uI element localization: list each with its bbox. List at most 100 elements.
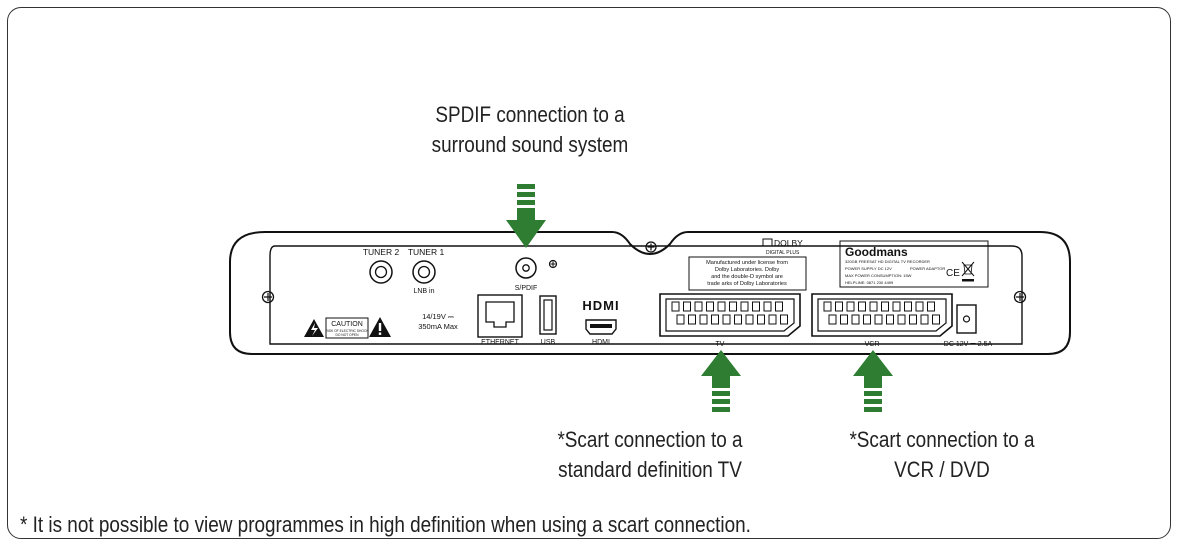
tuner1-port: [412, 260, 436, 284]
spdif-callout-line1: SPDIF connection to a: [435, 102, 625, 127]
spdif-arrow-icon: [506, 184, 546, 248]
scart-vcr-pin: [863, 314, 871, 325]
spdif-callout: SPDIF connection to a surround sound sys…: [401, 100, 659, 160]
scart-vcr-pin: [915, 301, 924, 312]
scart-tv-port: [659, 293, 801, 337]
warning-exclamation-icon: [369, 317, 391, 337]
tuner2-label: TUNER 2: [363, 247, 400, 257]
scart-vcr-pin: [886, 314, 894, 325]
hdmi-label: HDMI: [592, 339, 610, 346]
scart-tv-pin: [706, 301, 714, 312]
scart-vcr-arrow-icon: [853, 350, 893, 412]
footnote: * It is not possible to view programmes …: [20, 512, 751, 537]
diagram-frame: [7, 7, 1171, 539]
scart-tv-pin: [729, 301, 737, 312]
scart-tv-pin: [775, 301, 783, 312]
caution-label: CAUTION: [331, 321, 363, 328]
scart-vcr-port: [811, 293, 953, 337]
lnb-power-line1: 14/19V ⎓: [422, 312, 455, 321]
dolby-notice-line2: Dolby Laboratories. Dolby: [715, 267, 780, 273]
scart-tv-pin: [671, 301, 680, 312]
scart-vcr-pin: [927, 301, 935, 312]
lnb-power-line2: 350mA Max: [418, 322, 458, 331]
usb-port: [539, 295, 557, 335]
scart-tv-pin: [711, 314, 719, 325]
scart-tv-pin: [752, 301, 760, 312]
hdmi-port: [585, 319, 617, 335]
scart-tv-pin: [683, 301, 691, 312]
scart-vcr-pin: [892, 301, 901, 312]
scart-tv-pin: [717, 301, 726, 312]
ethernet-port: [477, 294, 523, 338]
scart-tv-pin: [740, 301, 749, 312]
tuner2-port: [369, 260, 393, 284]
spdif-callout-line2: surround sound system: [431, 132, 629, 157]
scart-vcr-pin: [858, 301, 866, 312]
usb-label: USB: [541, 339, 556, 346]
scart-vcr-pin: [874, 314, 883, 325]
vcr-label: VCR: [865, 341, 880, 348]
scart-vcr-callout: *Scart connection to a VCR / DVD: [813, 425, 1071, 485]
ethernet-label: ETHERNET: [481, 339, 519, 346]
scart-vcr-pin: [932, 314, 940, 325]
lnb-in-label: LNB in: [413, 288, 434, 295]
scart-vcr-pin: [904, 301, 912, 312]
dolby-dd-icon: [762, 238, 773, 247]
scart-tv-pin: [699, 314, 708, 325]
rating-line4: HELPLINE: 0871 230 4499: [845, 280, 894, 285]
warning-lightning-icon: [304, 319, 324, 337]
scart-tv-pin: [780, 314, 788, 325]
ground-screw-icon: [548, 259, 558, 269]
screw-icon-left: [261, 290, 275, 304]
scart-tv-pin: [757, 314, 765, 325]
spdif-port: [515, 257, 537, 279]
scart-vcr-pin: [897, 314, 906, 325]
weee-bin-icon: [961, 261, 975, 282]
scart-vcr-pin: [846, 301, 855, 312]
rating-line3: MAX POWER CONSUMPTION: 15W: [845, 273, 912, 278]
scart-tv-pin: [763, 301, 772, 312]
rating-line2: POWER SUPPLY DC 12V: [845, 266, 892, 271]
scart-vcr-pin: [823, 301, 832, 312]
scart-vcr-callout-line1: *Scart connection to a: [849, 427, 1035, 452]
scart-vcr-pin: [881, 301, 889, 312]
dolby-notice-line4: trade arks of Dolby Laboratories: [707, 281, 787, 287]
spdif-port-label: S/PDIF: [515, 285, 538, 292]
scart-tv-callout: *Scart connection to a standard definiti…: [521, 425, 779, 485]
screw-icon-top: [645, 241, 657, 253]
screw-icon-right: [1013, 290, 1027, 304]
brand-logo: Goodmans: [845, 245, 908, 259]
caution-small-line2: DO NOT OPEN: [335, 333, 359, 337]
scart-vcr-callout-line2: VCR / DVD: [894, 457, 990, 482]
scart-tv-callout-line2: standard definition TV: [558, 457, 742, 482]
ce-mark: CE: [946, 268, 960, 279]
scart-vcr-pin: [869, 301, 878, 312]
hdmi-logo: HDMI: [582, 298, 619, 313]
scart-tv-pin: [722, 314, 731, 325]
scart-tv-pin: [745, 314, 754, 325]
dolby-sub: DIGITAL PLUS: [766, 250, 800, 256]
tv-label: TV: [716, 341, 725, 348]
dolby-notice-line1: Manufactured under license from: [706, 260, 788, 266]
scart-vcr-pin: [835, 301, 843, 312]
rating-label-box: [839, 240, 989, 288]
dolby-logo: DOLBY: [774, 238, 803, 248]
scart-tv-pin: [676, 314, 685, 325]
scart-vcr-pin: [840, 314, 848, 325]
scart-tv-pin: [768, 314, 777, 325]
dc-power-port: [956, 304, 977, 334]
dolby-notice-line3: and the double-D symbol are: [711, 274, 783, 280]
dolby-notice-box: [688, 256, 807, 291]
rating-line1: 320GB FREESAT HD DIGITAL TV RECORDER: [845, 259, 930, 264]
scart-vcr-pin: [909, 314, 917, 325]
caution-small-line1: RISK OF ELECTRIC SHOCK: [325, 329, 369, 333]
rating-line2b: POWER ADAPTOR: [910, 266, 945, 271]
scart-tv-pin: [694, 301, 703, 312]
scart-tv-arrow-icon: [701, 350, 741, 412]
scart-tv-callout-line1: *Scart connection to a: [557, 427, 743, 452]
scart-tv-pin: [734, 314, 742, 325]
device-inner-panel: [269, 245, 1023, 345]
tuner1-label: TUNER 1: [408, 247, 445, 257]
scart-tv-pin: [688, 314, 696, 325]
